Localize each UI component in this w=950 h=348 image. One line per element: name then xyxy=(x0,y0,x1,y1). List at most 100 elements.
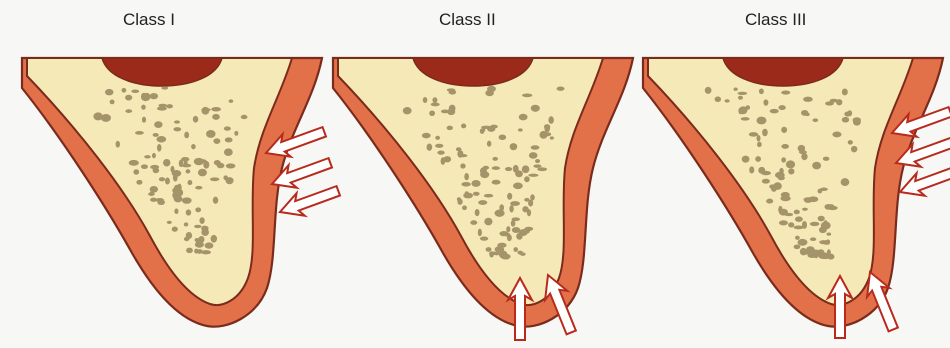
cavity-dot xyxy=(745,105,750,109)
cavity-dot xyxy=(193,116,198,123)
cavity-dot xyxy=(195,186,202,190)
cavity-dot xyxy=(847,110,852,116)
cavity-dot xyxy=(224,126,231,130)
cavity-dot xyxy=(487,141,492,147)
cavity-dot xyxy=(492,166,500,170)
cavity-dot xyxy=(749,166,754,173)
cavity-dot xyxy=(557,86,565,90)
cavity-dot xyxy=(481,126,491,129)
cavity-dot xyxy=(213,197,218,204)
cavity-dot xyxy=(492,180,501,185)
cavity-dot xyxy=(184,160,188,167)
cavity-dot xyxy=(423,97,428,103)
cavity-dot xyxy=(195,207,201,212)
cavity-dot xyxy=(435,136,440,140)
cavity-dot xyxy=(212,114,220,120)
cavity-dot xyxy=(447,88,455,91)
cavity-dot xyxy=(530,194,535,200)
cavity-dot xyxy=(461,182,470,187)
cavity-dot xyxy=(462,205,467,210)
cavity-dot xyxy=(544,132,551,136)
cavity-dot xyxy=(799,150,807,154)
cavity-dot xyxy=(216,163,223,167)
cavity-dot xyxy=(186,248,193,254)
cavity-dot xyxy=(527,209,531,216)
cavity-dot xyxy=(550,136,554,139)
cavity-dot xyxy=(478,229,482,237)
cavity-dot xyxy=(150,165,159,169)
cavity-dot xyxy=(457,199,462,205)
cavity-dot xyxy=(778,176,785,181)
cavity-dot xyxy=(184,222,189,226)
cavity-dot xyxy=(513,183,523,190)
cavity-dot xyxy=(210,177,219,181)
cavity-dot xyxy=(757,142,762,148)
cavity-dot xyxy=(762,179,770,184)
cavity-dot xyxy=(738,109,743,114)
cavity-dot xyxy=(144,155,150,158)
cavity-dot xyxy=(519,114,528,121)
cavity-dot xyxy=(788,168,794,174)
ridge-panel-2 xyxy=(333,58,633,327)
cavity-dot xyxy=(492,157,498,161)
cavity-dot xyxy=(794,210,800,215)
cavity-dot xyxy=(725,99,730,102)
cavity-dot xyxy=(141,105,146,110)
cavity-dot xyxy=(756,135,760,141)
cavity-dot xyxy=(510,201,520,206)
cavity-dot xyxy=(198,169,207,177)
cavity-dot xyxy=(780,196,790,201)
cavity-dot xyxy=(125,109,132,113)
cavity-dot xyxy=(819,240,828,244)
cavity-dot xyxy=(819,227,827,233)
cavity-dot xyxy=(842,117,849,123)
cavity-dot xyxy=(431,103,440,107)
cavity-dot xyxy=(798,239,808,246)
cavity-dot xyxy=(480,237,488,241)
cavity-dot xyxy=(505,167,512,171)
cavity-dot xyxy=(778,105,785,110)
cavity-dot xyxy=(734,88,738,91)
cavity-dot xyxy=(224,148,233,156)
cavity-dot xyxy=(501,254,511,260)
cavity-dot xyxy=(188,180,193,185)
cavity-dot xyxy=(795,216,803,222)
cavity-dot xyxy=(198,236,204,243)
cavity-dot xyxy=(781,127,787,133)
cavity-dot xyxy=(756,117,766,125)
cavity-dot xyxy=(432,97,437,103)
cavity-dot xyxy=(830,99,838,103)
cavity-dot xyxy=(163,159,170,167)
cavity-dot xyxy=(186,169,191,173)
cavity-dot xyxy=(827,254,834,260)
cavity-dot xyxy=(141,164,148,169)
cavity-dot xyxy=(156,198,164,202)
cavity-dot xyxy=(211,107,221,111)
cavity-dot xyxy=(202,107,210,115)
cavity-dot xyxy=(211,235,217,243)
cavity-dot xyxy=(403,107,412,114)
cavity-dot xyxy=(136,180,142,185)
cavity-dot xyxy=(131,90,139,94)
cavity-dot xyxy=(475,209,480,216)
cavity-dot xyxy=(464,173,469,180)
cavity-dot xyxy=(851,146,857,153)
cavity-dot xyxy=(435,144,443,148)
cavity-dot xyxy=(494,252,499,255)
cavity-dot xyxy=(507,193,512,200)
cavity-dot xyxy=(125,95,132,101)
cavity-dot xyxy=(150,93,158,99)
cavity-dot xyxy=(738,96,743,100)
cavity-dot xyxy=(813,118,819,122)
cavity-dot xyxy=(176,189,183,196)
cavity-dot xyxy=(741,117,750,120)
cavity-dot xyxy=(205,242,214,248)
cavity-dot xyxy=(818,216,825,222)
cavity-dot xyxy=(201,250,211,254)
cavity-dot xyxy=(484,218,492,226)
cavity-dot xyxy=(497,243,506,248)
cavity-dot xyxy=(427,144,433,151)
cavity-dot xyxy=(460,154,468,157)
cavity-dot xyxy=(133,169,139,175)
cavity-dot xyxy=(510,143,518,150)
